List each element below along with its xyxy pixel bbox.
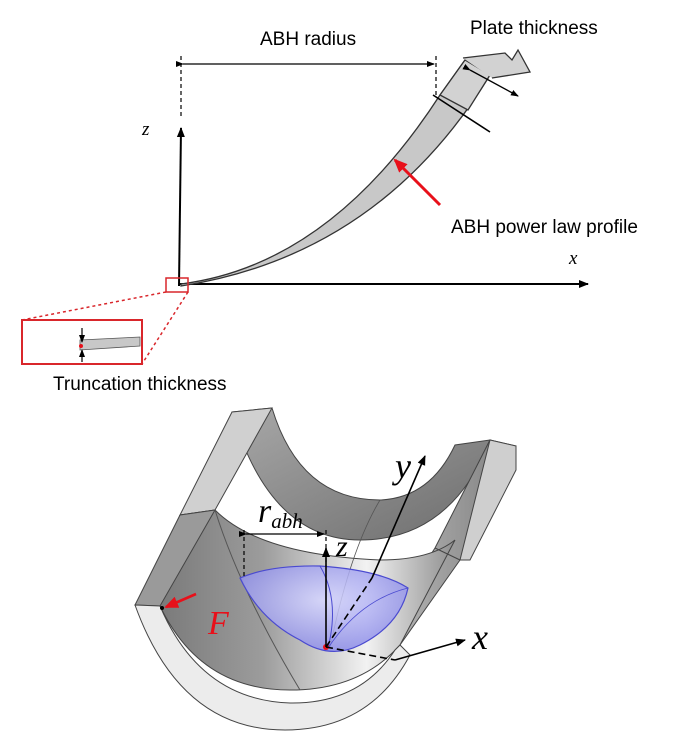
y-axis-3d-label: y bbox=[392, 446, 411, 486]
abh-radius-label: ABH radius bbox=[260, 29, 356, 50]
right-rail-top bbox=[459, 439, 517, 561]
plate-transition-line bbox=[432, 94, 491, 133]
truncation-label: Truncation thickness bbox=[53, 374, 227, 395]
power-law-arrow bbox=[393, 158, 442, 207]
zoom-source-box bbox=[165, 277, 189, 293]
inset-tip-dot bbox=[79, 344, 83, 348]
force-label: F bbox=[207, 605, 230, 642]
zoom-line-right bbox=[141, 291, 189, 365]
x-axis-3d-dashed bbox=[325, 646, 396, 661]
x-axis-3d-label: x bbox=[471, 617, 488, 657]
plate-thickness-label: Plate thickness bbox=[470, 18, 598, 39]
z-axis-label: z bbox=[141, 119, 150, 140]
zoom-line-left bbox=[21, 291, 167, 321]
z-axis-arrow bbox=[176, 127, 185, 287]
front-face bbox=[134, 604, 411, 731]
rail-seam bbox=[434, 547, 461, 561]
force-point bbox=[160, 606, 164, 610]
abh-inner-curve-2 bbox=[327, 587, 409, 649]
force-arrow bbox=[164, 592, 197, 609]
bottom-diagram: rabh z y x F bbox=[134, 407, 517, 731]
power-law-label: ABH power law profile bbox=[451, 217, 638, 238]
z-axis-3d-label: z bbox=[335, 530, 348, 563]
plate-thickness-arrow bbox=[462, 64, 519, 97]
abh-inner-curve bbox=[319, 565, 333, 649]
y-axis-3d bbox=[371, 455, 426, 579]
top-diagram: z x ABH radius Plate thickness ABH power… bbox=[21, 18, 638, 395]
seam-line-left bbox=[214, 509, 301, 691]
x-axis-label: x bbox=[568, 248, 578, 269]
y-axis-3d-dashed bbox=[325, 577, 373, 648]
x-axis-3d bbox=[394, 638, 466, 661]
rabh-label: rabh bbox=[258, 493, 303, 533]
